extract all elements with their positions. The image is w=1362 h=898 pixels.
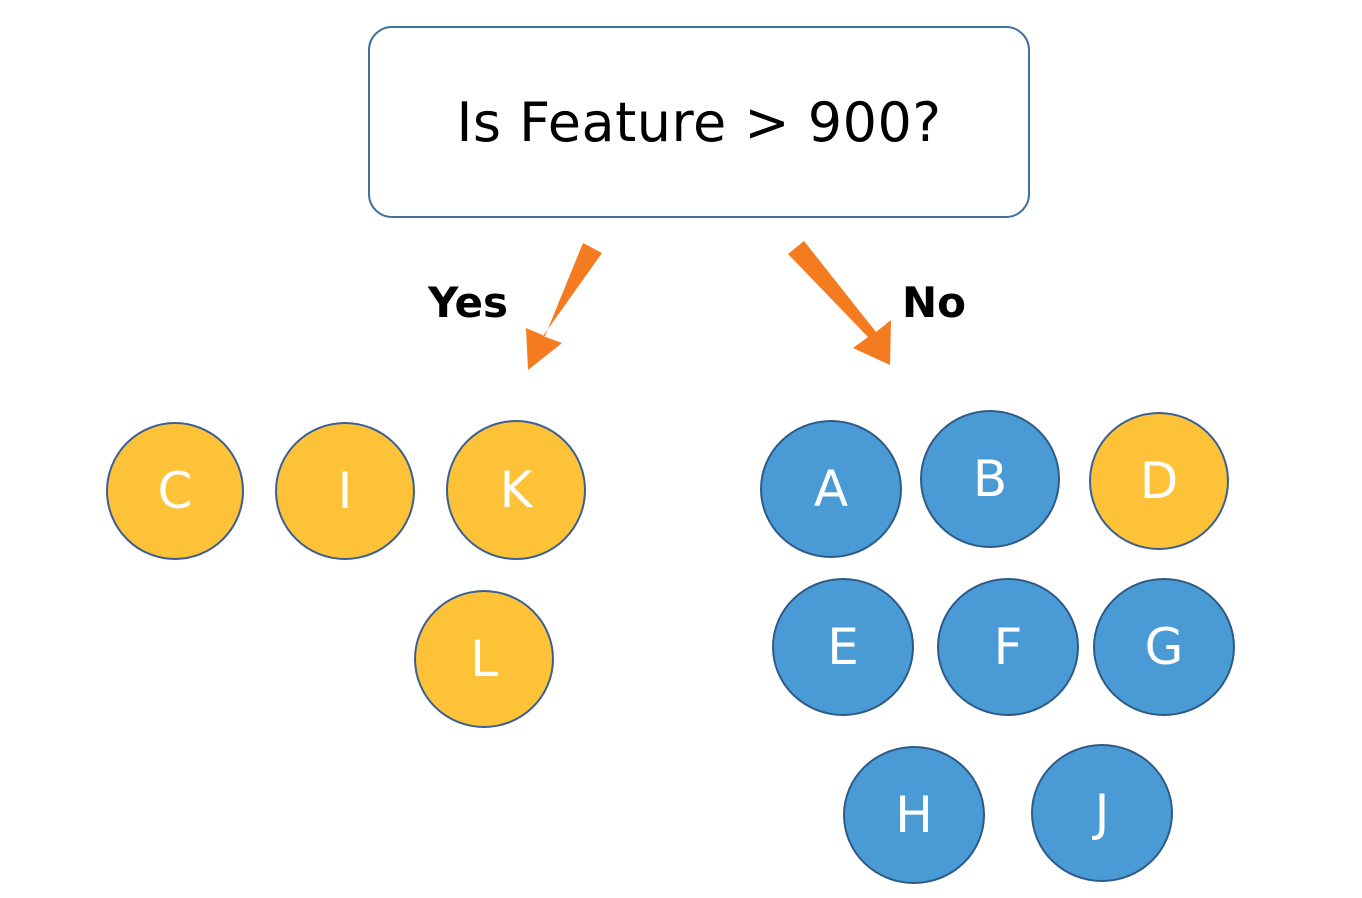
node-g: G [1093,578,1235,716]
node-e: E [772,578,914,716]
node-h-label: H [895,786,933,844]
node-g-label: G [1144,618,1184,676]
node-a: A [760,420,902,558]
question-box: Is Feature > 900? [368,26,1030,218]
node-k-label: K [499,461,533,519]
node-d-label: D [1139,452,1179,510]
yes-arrow [526,243,602,370]
node-l: L [414,590,554,728]
node-e-label: E [827,618,859,676]
no-arrow [788,241,891,365]
node-d: D [1089,412,1229,550]
node-f: F [937,578,1079,716]
node-c: C [106,422,244,560]
node-i-label: I [337,462,353,520]
no-label: No [902,278,967,327]
node-h: H [843,746,985,884]
node-j-label: J [1094,784,1110,842]
node-l-label: L [470,630,498,688]
node-j: J [1031,744,1173,882]
node-b: B [920,410,1060,548]
yes-label: Yes [428,278,509,327]
node-c-label: C [157,462,193,520]
node-a-label: A [813,460,849,518]
node-f-label: F [993,618,1023,676]
question-text: Is Feature > 900? [456,90,942,154]
node-b-label: B [972,450,1008,508]
node-k: K [446,420,586,560]
node-i: I [275,422,415,560]
